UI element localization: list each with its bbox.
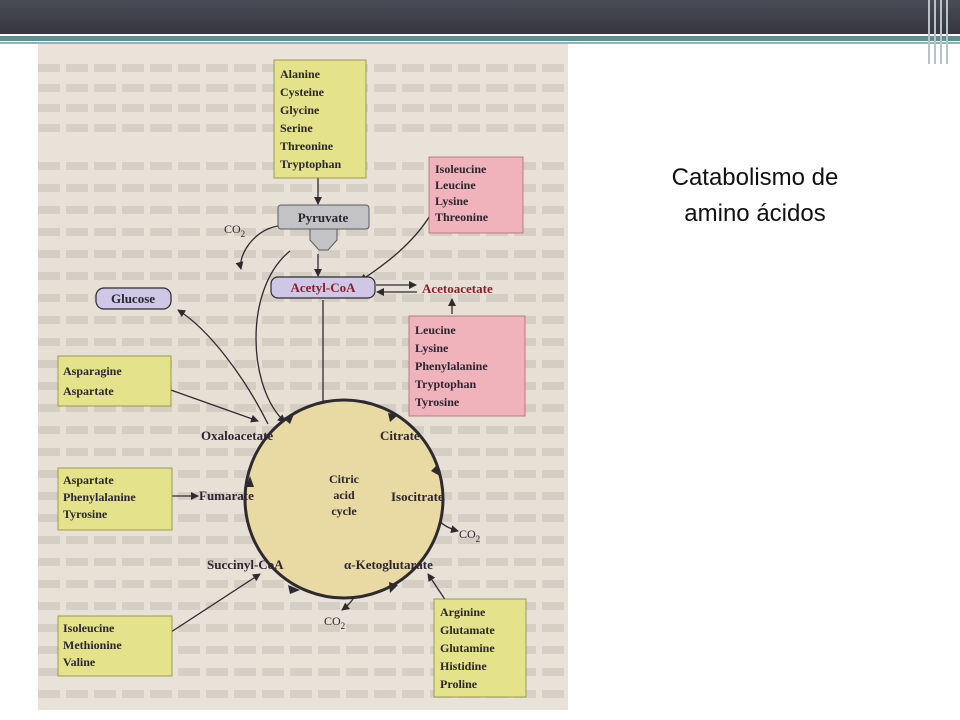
citric-acid-cycle <box>243 398 445 600</box>
box-fumarate-amino-acids <box>57 467 173 531</box>
slide-accent-line-thin <box>0 42 960 44</box>
label-succinyl-coa: Succinyl-CoA <box>207 557 284 572</box>
co2-isocitrate: CO2 <box>459 527 480 544</box>
cycle-arrowheads <box>246 413 440 594</box>
label-glucose: Glucose <box>111 291 155 306</box>
aa-aspartate-fumarate: Aspartate <box>63 473 114 487</box>
co2-pyruvate: CO2 <box>224 222 245 239</box>
aa-tyrosine-acetoacetate: Tyrosine <box>415 395 460 409</box>
pyruvate-funnel <box>309 228 338 251</box>
aa-tryptophan-acetoacetate: Tryptophan <box>415 377 476 391</box>
arrow-asparagine-to-oxaloacetate <box>167 388 259 423</box>
slide-title: Catabolismo de amino ácidos <box>610 160 900 232</box>
cycle-label-2: acid <box>333 488 355 502</box>
box-pyruvate-amino-acids <box>273 59 367 179</box>
cycle-label-1: Citric <box>329 472 360 486</box>
label-isocitrate: Isocitrate <box>391 489 444 504</box>
label-pyruvate: Pyruvate <box>298 210 349 225</box>
box-succinyl-amino-acids <box>57 615 173 677</box>
slide-title-line-1: Catabolismo de <box>671 164 839 191</box>
cycle-label-3: cycle <box>331 504 357 518</box>
label-ketoglutarate: α-Ketoglutarate <box>344 557 433 572</box>
aa-methionine: Methionine <box>63 638 122 652</box>
slide-top-bar <box>0 0 960 34</box>
aa-alanine: Alanine <box>280 67 321 81</box>
aa-cysteine: Cysteine <box>280 85 325 99</box>
arrow-ileu-to-succinyl <box>167 573 261 635</box>
aa-arginine: Arginine <box>440 605 486 619</box>
label-oxaloacetate: Oxaloacetate <box>201 428 273 443</box>
amino-acid-catabolism-diagram: Citric acid cycle Alanine Cysteine Glyci… <box>57 59 527 698</box>
arrow-pyruvate-to-oxaloacetate <box>255 250 291 423</box>
aa-glycine: Glycine <box>280 103 320 117</box>
aa-threonine-acetyl: Threonine <box>435 210 489 224</box>
slide-title-line-2: amino ácidos <box>684 200 826 227</box>
aa-asparagine: Asparagine <box>63 364 122 378</box>
aa-valine: Valine <box>63 655 96 669</box>
box-oxaloacetate-amino-acids <box>57 355 172 407</box>
aa-phenylalanine-fumarate: Phenylalanine <box>63 490 136 504</box>
diagram-figure: Citric acid cycle Alanine Cysteine Glyci… <box>38 44 568 710</box>
co2-ketoglutarate: CO2 <box>324 614 345 631</box>
aa-leucine-acetyl: Leucine <box>435 178 476 192</box>
slide-accent-line <box>0 36 960 41</box>
aa-lysine-acetoacetate: Lysine <box>415 341 449 355</box>
label-acetyl-coa: Acetyl-CoA <box>291 280 357 295</box>
aa-aspartate-oxaloacetate: Aspartate <box>63 384 114 398</box>
aa-threonine: Threonine <box>280 139 334 153</box>
aa-tyrosine-fumarate: Tyrosine <box>63 507 108 521</box>
label-fumarate: Fumarate <box>199 488 254 503</box>
box-acetyl-amino-acids <box>428 156 524 234</box>
aa-glutamine: Glutamine <box>440 641 495 655</box>
aa-leucine-acetoacetate: Leucine <box>415 323 456 337</box>
box-acetoacetate-amino-acids <box>408 315 526 417</box>
slide-corner-decoration <box>928 0 950 64</box>
arrow-oxaloacetate-to-glucose <box>177 309 269 425</box>
aa-tryptophan: Tryptophan <box>280 157 341 171</box>
aa-glutamate: Glutamate <box>440 623 495 637</box>
arrow-pyruvate-co2 <box>235 225 279 270</box>
aa-serine: Serine <box>280 121 313 135</box>
node-acetyl-coa <box>270 276 376 299</box>
label-citrate: Citrate <box>380 428 420 443</box>
aa-phenylalanine-acetoacetate: Phenylalanine <box>415 359 488 373</box>
box-ketoglutarate-amino-acids <box>433 598 527 698</box>
aa-histidine: Histidine <box>440 659 487 673</box>
node-glucose <box>95 287 172 310</box>
aa-proline: Proline <box>440 677 478 691</box>
label-acetoacetate: Acetoacetate <box>422 281 493 296</box>
aa-isoleucine-acetyl: Isoleucine <box>435 162 487 176</box>
arrow-ileu-to-acetyl <box>359 213 432 282</box>
aa-isoleucine-succinyl: Isoleucine <box>63 621 115 635</box>
aa-lysine-acetyl: Lysine <box>435 194 469 208</box>
